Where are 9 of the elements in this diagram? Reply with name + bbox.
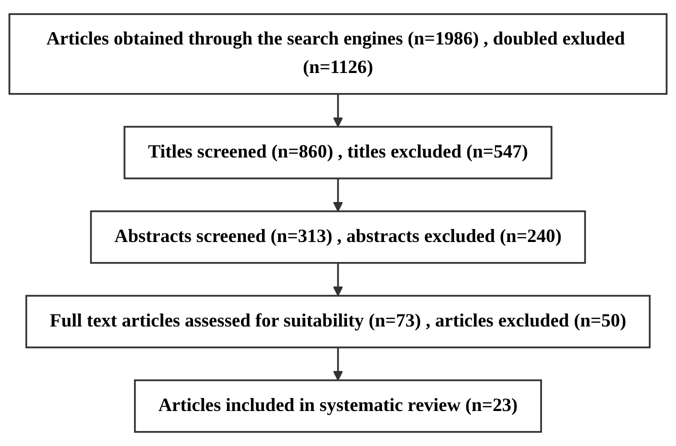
node-box: Articles included in systematic review (n=23) bbox=[134, 379, 542, 433]
node-box: Articles obtained through the search engines (n=1986) , doubled exluded (n=1126) bbox=[8, 13, 668, 95]
arrow bbox=[332, 262, 344, 296]
arrow bbox=[332, 347, 344, 381]
arrow bbox=[332, 94, 344, 128]
node-box: Full text articles assessed for suitability (n=73) , articles excluded (n=50) bbox=[25, 294, 651, 348]
node-box: Titles screened (n=860) , titles excluded (n=547) bbox=[124, 126, 552, 180]
arrow bbox=[332, 178, 344, 212]
node-box: Abstracts screened (n=313) , abstracts excluded (n=240) bbox=[90, 210, 586, 264]
